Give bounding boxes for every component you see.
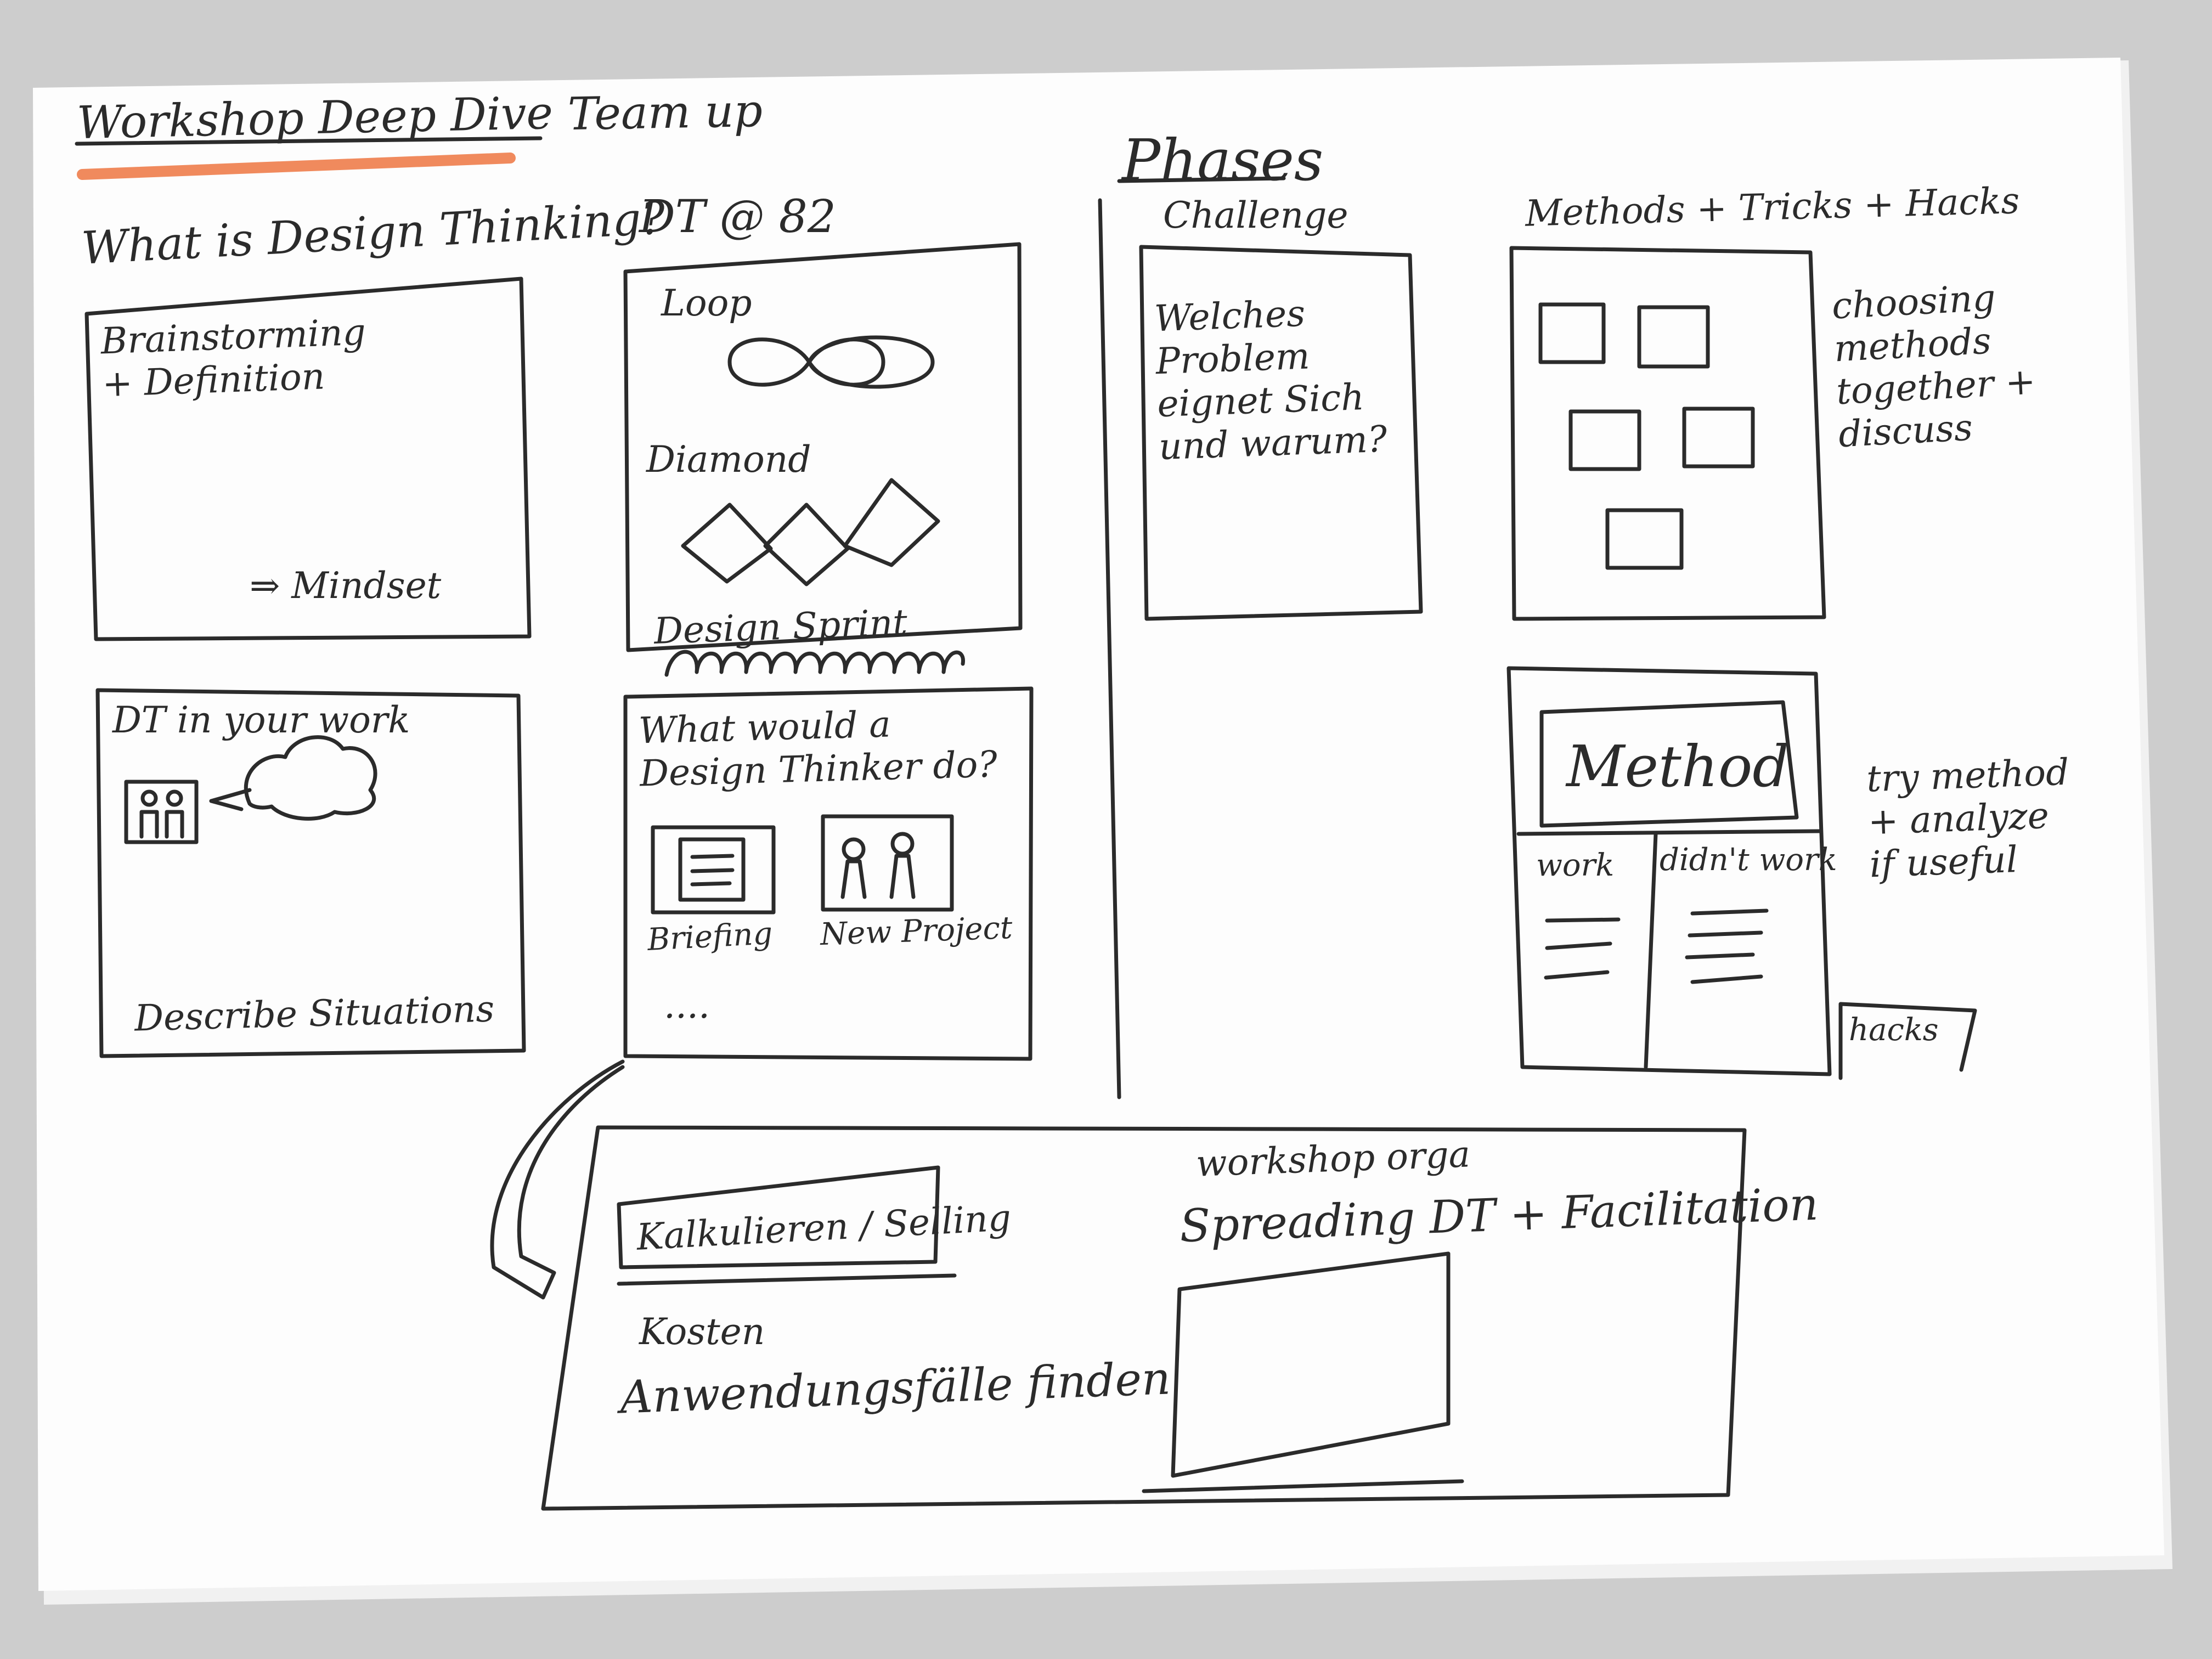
method-title: Method: [1566, 733, 1789, 800]
method-square-4: [1682, 407, 1755, 469]
people-icon-head-1: [140, 789, 158, 807]
dt-models-box: [623, 242, 1023, 652]
person-pair-icon: [821, 814, 954, 912]
infinity-loop-icon: [727, 335, 935, 389]
new-project-label: New Project: [819, 910, 1013, 953]
people-icon: [124, 780, 199, 844]
cloud-pointer-2: [209, 799, 244, 811]
selling-underline: [617, 1273, 957, 1286]
ellipsis-label: ....: [664, 984, 710, 1026]
method-square-1: [1538, 302, 1606, 364]
design-sprint-squiggle: [664, 650, 965, 677]
loop-label: Loop: [661, 282, 752, 324]
mindset-label: ⇒ Mindset: [250, 565, 442, 607]
person-pair-icon-head-2: [890, 832, 915, 856]
arrow-icon: [490, 1059, 625, 1300]
choosing-methods-note: choosing methods together + discuss: [1831, 276, 2037, 455]
orga-underline: [1142, 1479, 1464, 1493]
diamond-chain-icon: [681, 478, 940, 586]
method-card-box: [1506, 666, 1832, 1076]
title-highlight: [77, 153, 516, 180]
divider-line: [1098, 198, 1121, 1099]
diamond-label: Diamond: [646, 438, 811, 481]
hacks-tab: [1838, 1002, 1977, 1080]
method-square-3: [1568, 409, 1641, 471]
method-card-hline: [1516, 829, 1822, 836]
challenge-box: [1139, 245, 1423, 621]
work-column-label: work: [1536, 848, 1615, 883]
method-square-2: [1637, 305, 1710, 369]
bottom-box: [541, 1125, 1747, 1511]
didnt-work-column-label: didn't work: [1660, 842, 1837, 878]
cloud-icon: [244, 735, 377, 821]
briefing-label: Briefing: [646, 916, 774, 958]
design-sprint-label: Design Sprint: [653, 601, 909, 653]
design-thinker-question: What would a Design Thinker do?: [638, 703, 998, 795]
cloud-pointer: [209, 788, 252, 803]
person-pair-icon-head-1: [842, 837, 866, 861]
brainstorming-box: [84, 276, 532, 641]
selling-box: [617, 1165, 940, 1269]
challenge-label: Challenge: [1163, 194, 1348, 236]
workshop-orga-label: workshop orga: [1195, 1133, 1471, 1185]
describe-situations-label: Describe Situations: [134, 988, 495, 1040]
dt-in-your-work-box: [95, 688, 526, 1058]
hacks-label: hacks: [1849, 1012, 1939, 1048]
phases-underline: [1117, 176, 1286, 183]
try-method-note: try method + analyze if useful: [1866, 751, 2070, 886]
person-pair-icon-bodies: [840, 854, 916, 899]
method-square-5: [1605, 508, 1684, 570]
people-icon-bodies: [139, 810, 184, 839]
design-thinker-box: [623, 686, 1034, 1061]
work-lines: [1544, 917, 1621, 980]
brainstorming-label: Brainstorming + Definition: [100, 311, 366, 405]
challenge-question: Welches Problem eignet Sich und warum?: [1153, 292, 1388, 468]
document-icon-page: [678, 837, 746, 902]
method-card-vline: [1644, 832, 1658, 1069]
document-icon-lines: [690, 854, 735, 887]
method-title-box: [1539, 700, 1799, 828]
workshop-title: Workshop Deep Dive: [76, 87, 554, 150]
costs-label: Kosten: [639, 1311, 765, 1353]
orga-box: [1171, 1251, 1451, 1478]
document-icon: [651, 825, 776, 915]
didnt-work-lines: [1685, 909, 1769, 984]
phases-heading: Phases: [1122, 127, 1324, 194]
team-up-label: Team up: [567, 84, 763, 141]
dt-at-82-heading: DT @ 82: [639, 191, 836, 243]
paper-sheet: [33, 58, 2164, 1591]
dt-in-your-work-label: DT in your work: [112, 699, 410, 741]
methods-box: [1509, 246, 1826, 621]
people-icon-head-2: [166, 789, 183, 807]
title-underline: [75, 136, 543, 146]
